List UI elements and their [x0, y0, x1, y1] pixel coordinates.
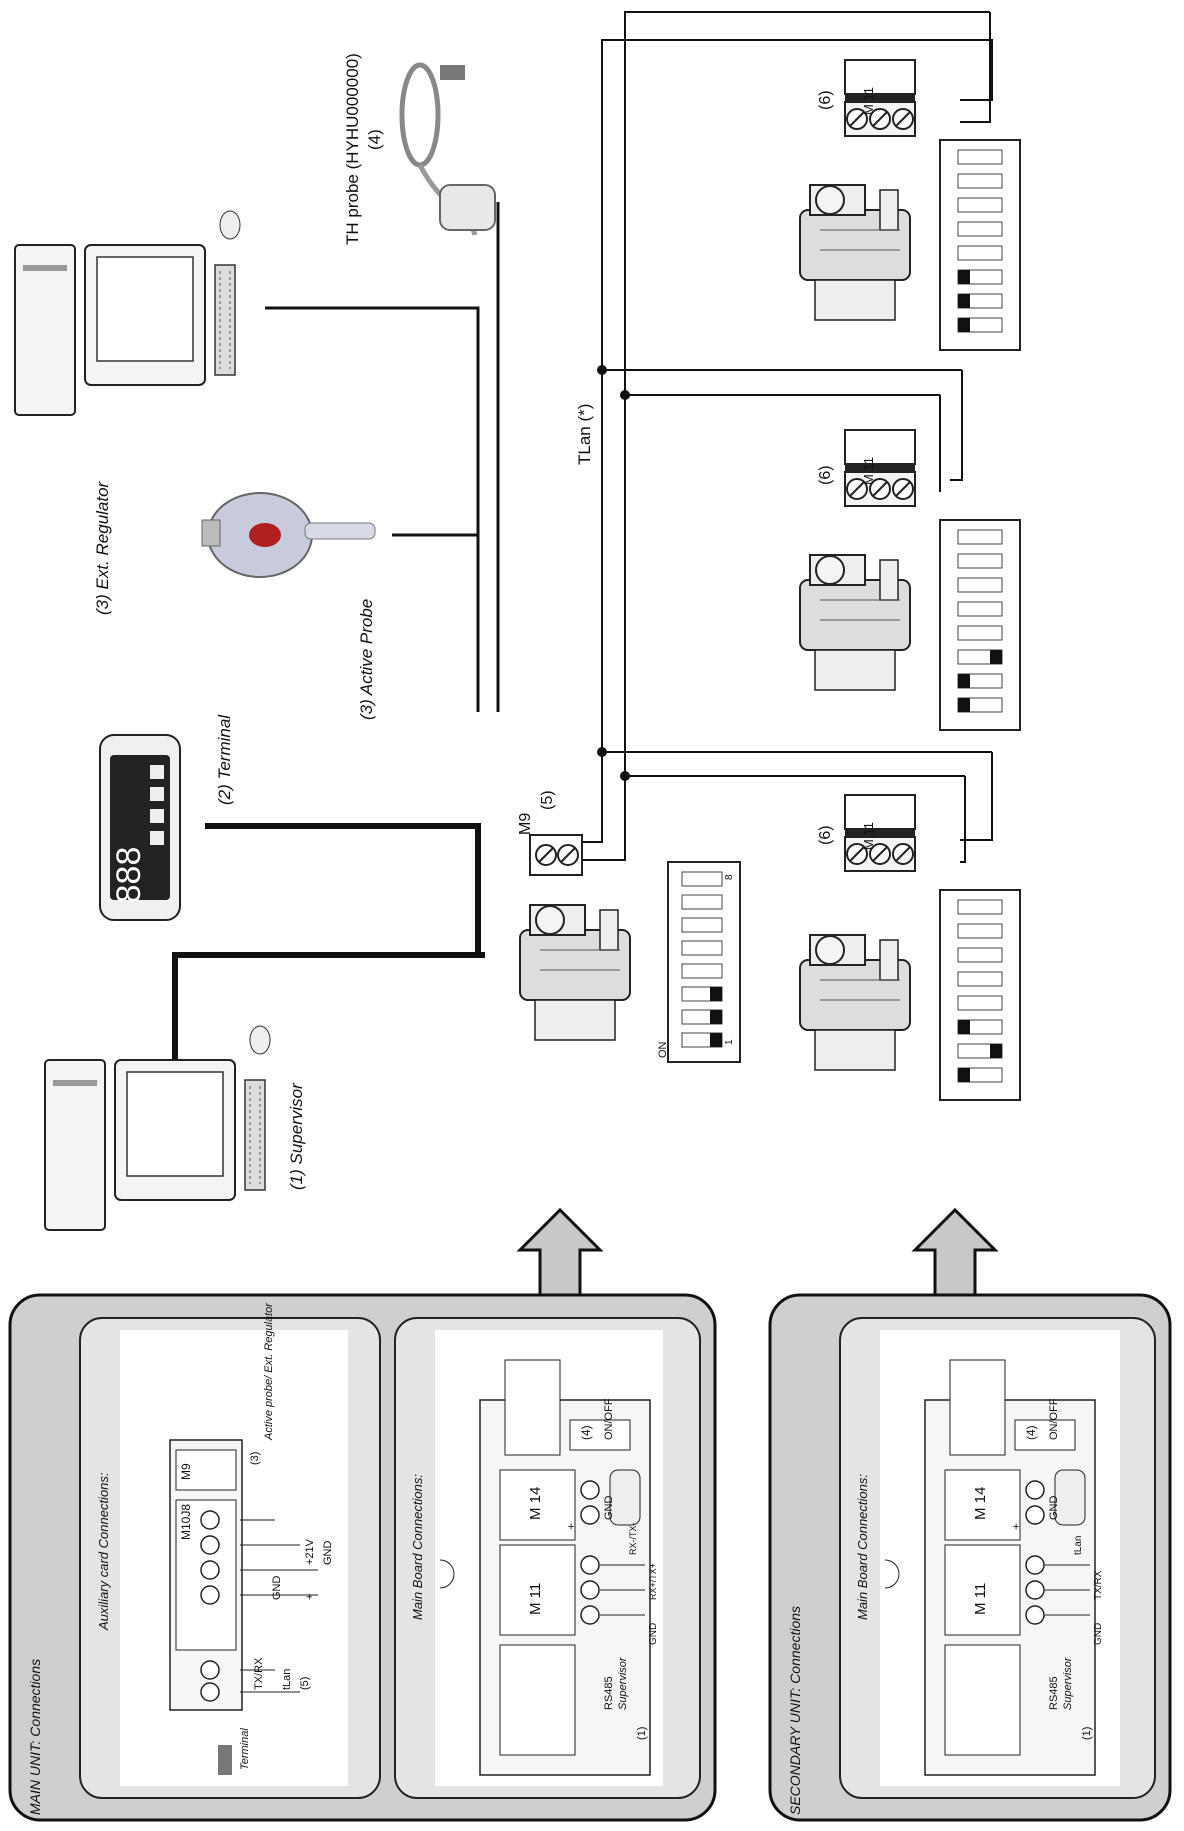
th-probe-ref: (4) — [365, 129, 384, 150]
sec-board-tlan: tLan — [1073, 1536, 1084, 1555]
tlan-junctions — [597, 365, 630, 781]
main-unit-icon — [519, 904, 631, 1041]
secondary-1-ref: (6) — [817, 825, 834, 845]
sec-board-title: Main Board Connections: — [855, 1474, 870, 1620]
secondary-unit-panel — [768, 1293, 1172, 1822]
tlan-network — [583, 11, 993, 863]
sec-board-ref4: (4) — [1024, 1425, 1038, 1440]
secondary-unit-1 — [799, 794, 1021, 1101]
secondary-unit-title: SECONDARY UNIT: Connections — [787, 1606, 803, 1815]
active-probe-label: (3) Active Probe — [357, 599, 376, 720]
main-unit-title: MAIN UNIT: Connections — [27, 1659, 43, 1815]
aux-active-reg: Active probe/ Ext. Regulator — [263, 1302, 275, 1441]
aux-m9: M9 — [179, 1463, 193, 1480]
board-rs485: RS485 — [603, 1676, 615, 1710]
secondary-3-m11: M 11 — [861, 87, 876, 115]
ext-regulator-label: (3) Ext. Regulator — [93, 480, 112, 615]
sec-board-gnd: GND — [1048, 1496, 1060, 1521]
probe-bus — [265, 202, 500, 712]
board-m14: M 14 — [527, 1487, 544, 1520]
supervisor-bus — [172, 823, 485, 1100]
aux-m10: M10J8 — [179, 1504, 193, 1540]
supervisor-computer-icon — [44, 1025, 271, 1231]
board-onoff: ON/OFF — [603, 1398, 615, 1440]
secondary-unit-2 — [799, 429, 1021, 731]
dip-num-8: 8 — [724, 874, 735, 880]
secondary-2-ref: (6) — [817, 465, 834, 485]
tlan-label: TLan (*) — [575, 404, 594, 465]
main-unit-arrow — [516, 1207, 604, 1302]
board-ref4: (4) — [579, 1425, 593, 1440]
th-probe-icon — [399, 62, 496, 236]
sec-board-supervisor: Supervisor — [1062, 1656, 1074, 1710]
secondary-3-ref: (6) — [817, 90, 834, 110]
supervisor-label: (1) Supervisor — [287, 1082, 306, 1190]
aux-gnd2: GND — [271, 1576, 283, 1601]
board-rx-tx-plus: RX+/TX+ — [648, 1563, 658, 1600]
main-unit-panel — [8, 1293, 717, 1822]
board-gnd2: GND — [648, 1623, 659, 1645]
aux-ref3: (3) — [249, 1452, 261, 1465]
main-unit-dip-switch — [667, 861, 741, 1063]
ext-regulator-computer-icon — [14, 210, 241, 416]
dip-num-1: 1 — [724, 1039, 735, 1045]
sec-board-gnd2: GND — [1093, 1623, 1104, 1645]
secondary-unit-arrow — [911, 1207, 999, 1302]
board-ref1: (1) — [636, 1727, 648, 1740]
m9-label: M9 — [517, 813, 534, 835]
m9-terminal-block — [529, 834, 583, 876]
sec-board-rs485: RS485 — [1048, 1676, 1060, 1710]
board-rx-tx-minus: RX-/TX- — [628, 1522, 638, 1555]
active-probe-icon — [201, 492, 376, 578]
aux-tlan: tLan — [281, 1669, 293, 1690]
board-gnd: GND — [603, 1496, 615, 1521]
aux-txrx: TX/RX — [253, 1657, 265, 1690]
board-title: Main Board Connections: — [410, 1474, 425, 1620]
sec-board-m11: M 11 — [972, 1583, 989, 1615]
aux-ref5: (5) — [299, 1677, 311, 1690]
aux-v21: +21V — [304, 1538, 316, 1565]
secondary-unit-3 — [799, 59, 1021, 351]
aux-gnd: GND — [322, 1541, 334, 1566]
aux-plus: + — [304, 1594, 316, 1600]
terminal-display-icon: 888 — [99, 734, 181, 921]
sec-board-m14: M 14 — [972, 1487, 989, 1520]
secondary-1-m11: M 11 — [861, 822, 876, 850]
board-supervisor: Supervisor — [617, 1656, 629, 1710]
aux-terminal: Terminal — [239, 1728, 251, 1770]
sec-board-ref1: (1) — [1081, 1727, 1093, 1740]
th-probe-label: TH probe (HYHU000000) — [343, 53, 362, 245]
m9-ref: (5) — [539, 790, 556, 810]
secondary-2-m11: M 11 — [861, 457, 876, 485]
dip-on-label: ON — [657, 1041, 669, 1058]
board-m11: M 11 — [527, 1583, 544, 1615]
sec-board-onoff: ON/OFF — [1048, 1398, 1060, 1440]
board-plus: + — [564, 1523, 578, 1530]
aux-title: Auxiliary card Connections: — [96, 1472, 111, 1631]
sec-board-txrx: TX/RX — [1093, 1570, 1104, 1600]
svg-text:888: 888 — [110, 847, 148, 904]
sec-board-plus: + — [1009, 1523, 1023, 1530]
terminal-label: (2) Terminal — [215, 714, 234, 805]
